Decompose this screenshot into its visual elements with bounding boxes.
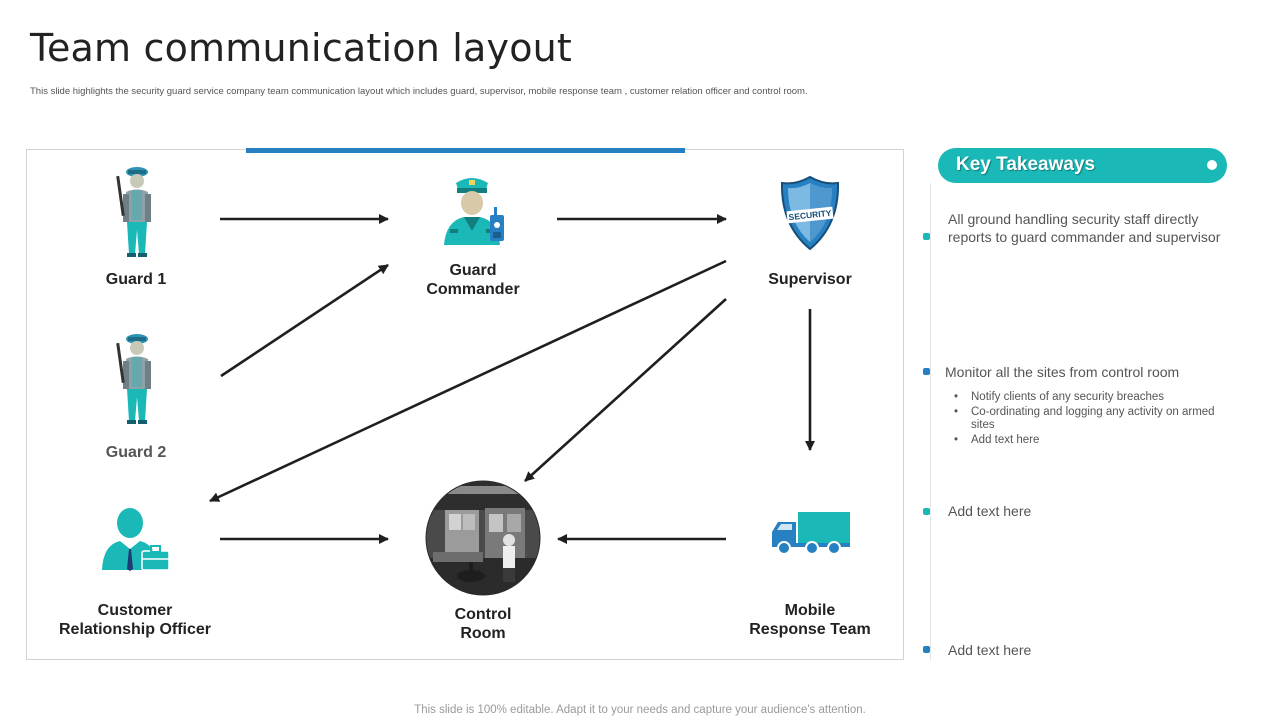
takeaways-divider (930, 183, 931, 660)
control-room-label: Control Room (423, 605, 543, 643)
control-room-photo (425, 480, 541, 596)
guard-icon (116, 334, 151, 424)
takeaway-item-2-sublist: Notify clients of any security breaches … (954, 391, 1234, 448)
mobile-team-label-line2: Response Team (749, 621, 871, 638)
slide-subtitle: This slide highlights the security guard… (30, 86, 808, 97)
shield-text: SECURITY (788, 208, 832, 222)
guard-commander-label: Guard Commander (403, 261, 543, 299)
mobile-response-team-label: Mobile Response Team (730, 601, 890, 639)
truck-icon (772, 512, 850, 555)
officer-briefcase-icon (102, 508, 170, 571)
guard2-label: Guard 2 (105, 444, 167, 461)
guard-commander-label-line1: Guard (449, 262, 497, 279)
arrow-supervisor-to-officer (209, 259, 727, 503)
bullet-marker-icon (923, 233, 930, 240)
diagram-accent-bar (246, 148, 685, 153)
slide-footer: This slide is 100% editable. Adapt it to… (414, 704, 866, 716)
customer-relationship-officer-label: Customer Relationship Officer (40, 601, 230, 639)
sub-item: Add text here (954, 434, 1234, 448)
bullet-marker-icon (923, 368, 930, 375)
arrow-supervisor-to-control-room (524, 298, 727, 482)
security-shield-icon: SECURITY (780, 175, 840, 251)
header-dot-icon (1207, 160, 1217, 170)
slide-title: Team communication layout (30, 26, 573, 70)
bullet-marker-icon (923, 508, 930, 515)
mobile-team-label-line1: Mobile (784, 602, 836, 619)
officer-label-line2: Relationship Officer (58, 621, 212, 638)
takeaway-item-1: All ground handling security staff direc… (948, 211, 1221, 245)
guard-commander-label-line2: Commander (426, 281, 520, 298)
takeaway-item-2: Monitor all the sites from control room (945, 364, 1180, 380)
arrow-guard2-to-commander (220, 263, 389, 378)
sub-item: Co-ordinating and logging any activity o… (954, 406, 1234, 433)
control-room-label-line2: Room (460, 625, 506, 642)
sub-item: Notify clients of any security breaches (954, 391, 1234, 405)
key-takeaways-header: Key Takeaways (938, 148, 1227, 183)
guard-icon (116, 167, 151, 257)
key-takeaways-title: Key Takeaways (956, 154, 1096, 175)
guard1-label: Guard 1 (105, 271, 167, 288)
takeaway-item-3: Add text here (948, 503, 1032, 519)
officer-label-line1: Customer (97, 602, 173, 619)
bullet-marker-icon (923, 646, 930, 653)
guard-commander-icon (444, 178, 504, 245)
control-room-label-line1: Control (454, 606, 512, 623)
takeaway-item-4: Add text here (948, 642, 1032, 658)
supervisor-label: Supervisor (768, 271, 852, 288)
